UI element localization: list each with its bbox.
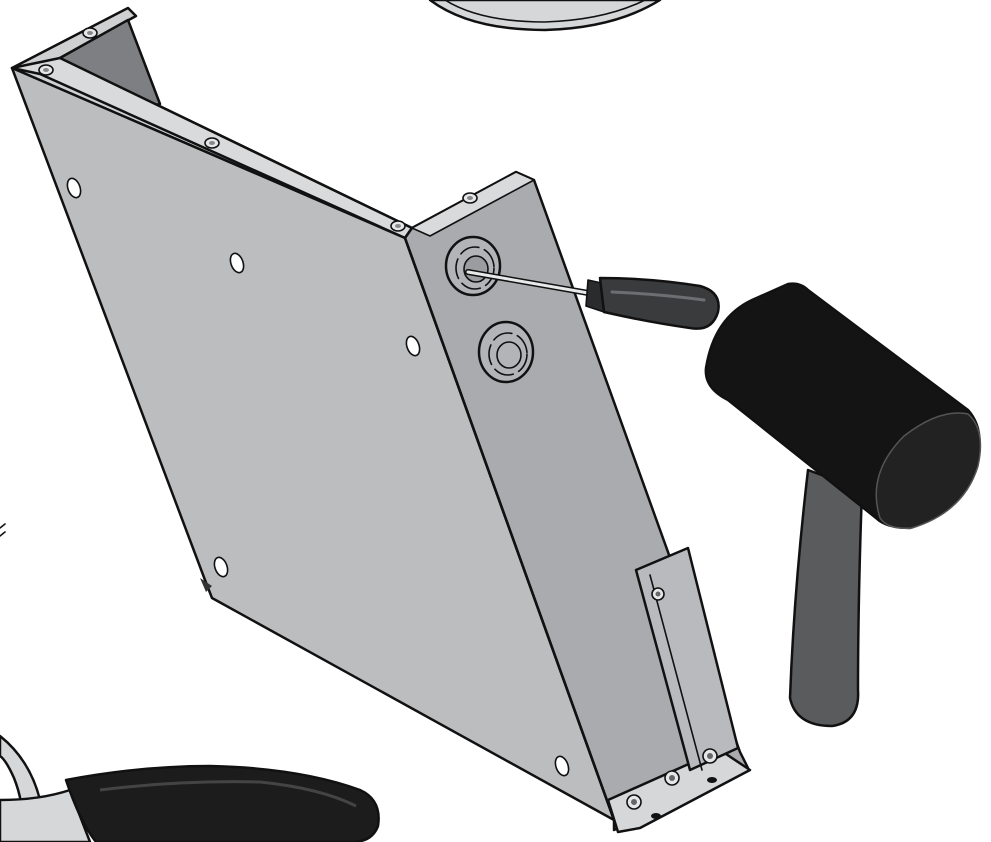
edge-mark	[0, 524, 5, 536]
screw-icon	[703, 749, 717, 763]
screw-icon	[39, 65, 53, 75]
sheet-metal-enclosure	[12, 8, 750, 832]
pliers-icon	[0, 736, 379, 842]
screw-icon	[627, 795, 641, 809]
mallet-icon	[706, 284, 981, 726]
tape-roll-icon	[430, 0, 660, 30]
screw-icon	[83, 28, 97, 38]
screw-icon	[665, 771, 679, 785]
screw-icon	[652, 588, 664, 600]
screw-icon	[463, 193, 477, 203]
screw-icon	[391, 221, 405, 231]
knockout-icon	[479, 322, 533, 382]
screw-icon	[205, 138, 219, 148]
knockout-icon	[446, 237, 500, 295]
